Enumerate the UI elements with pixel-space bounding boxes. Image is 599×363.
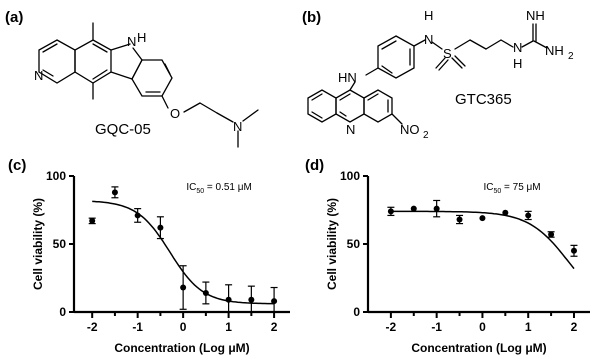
gqc05-pyrrole-h: H [137, 30, 146, 45]
c-x-tick-label: -2 [87, 320, 98, 334]
c-x-axis-label: Concentration (Log μM) [114, 341, 249, 355]
d-x-tick-label: 2 [571, 320, 578, 334]
c-data-point [248, 296, 255, 303]
gtc365-nitro-subscript: 2 [423, 130, 429, 141]
d-y-tick-label: 50 [347, 237, 361, 251]
c-x-tick-label: 2 [271, 320, 278, 334]
d-ic50-annotation: IC50 = 75 μM [483, 182, 540, 195]
d-x-axis-label: Concentration (Log μM) [411, 341, 546, 355]
d-x-tick-label: -2 [386, 320, 397, 334]
d-data-point [387, 208, 394, 215]
d-data-point [456, 216, 463, 223]
d-data-point [502, 209, 509, 216]
d-data-point [410, 205, 417, 212]
c-data-point [271, 298, 278, 305]
d-x-tick-label: 1 [525, 320, 532, 334]
c-data-point [111, 189, 118, 196]
gqc05-pyrrole-n: N [127, 34, 136, 49]
d-y-tick-label: 100 [340, 169, 360, 183]
c-y-tick-label: 100 [46, 169, 66, 183]
gqc05-pyridine-n: N [34, 68, 43, 83]
c-x-tick-label: -1 [132, 320, 143, 334]
c-y-tick-label: 50 [53, 237, 67, 251]
panel-d-label: (d) [305, 157, 324, 174]
d-y-axis-label: Cell viability (%) [325, 198, 339, 290]
gtc365-guanidine-n: N [513, 40, 522, 55]
gtc365-nitro: NO [400, 122, 420, 137]
gqc05-name: GQC-05 [95, 121, 151, 138]
d-y-tick-label: 0 [353, 305, 360, 319]
d-data-point [548, 231, 555, 238]
gtc365-name: GTC365 [455, 91, 512, 108]
c-data-point [180, 284, 187, 291]
gtc365-guanidine-h: H [513, 56, 522, 71]
gqc05-ether-o: O [170, 106, 180, 121]
gqc05-amine-n: N [233, 119, 242, 134]
c-y-axis-label: Cell viability (%) [31, 198, 45, 290]
gtc365-sulfonamide-h: H [424, 8, 433, 23]
c-data-point [89, 217, 96, 224]
gtc365-sulfonamide-n: N [424, 32, 433, 47]
d-data-point [525, 212, 532, 219]
d-fit-curve [390, 210, 575, 270]
d-data-point [433, 205, 440, 212]
gtc365-acridine-n: N [346, 122, 355, 137]
c-data-point [202, 289, 209, 296]
gtc365-structure [307, 23, 548, 125]
c-data-point [134, 212, 141, 219]
c-data-point [157, 224, 164, 231]
d-data-point [479, 215, 486, 222]
gqc05-structure [38, 22, 259, 148]
gtc365-sulfur: S [443, 46, 452, 61]
gtc365-amine-nh: NH [545, 43, 564, 58]
c-x-tick-label: 1 [225, 320, 232, 334]
d-data-point [570, 247, 577, 254]
c-data-point [225, 296, 232, 303]
panel-a-label: (a) [5, 9, 23, 26]
c-ic50-annotation: IC50 = 0.51 μM [186, 182, 252, 195]
c-x-tick-label: 0 [180, 320, 187, 334]
panel-c-label: (c) [8, 157, 26, 174]
gtc365-aniline-hn: HN [338, 70, 357, 85]
d-x-tick-label: 0 [479, 320, 486, 334]
gtc365-amine-subscript: 2 [568, 51, 574, 62]
c-y-tick-label: 0 [59, 305, 66, 319]
gtc365-imine-nh: NH [526, 8, 545, 23]
panel-b-label: (b) [302, 9, 321, 26]
d-x-tick-label: -1 [431, 320, 442, 334]
